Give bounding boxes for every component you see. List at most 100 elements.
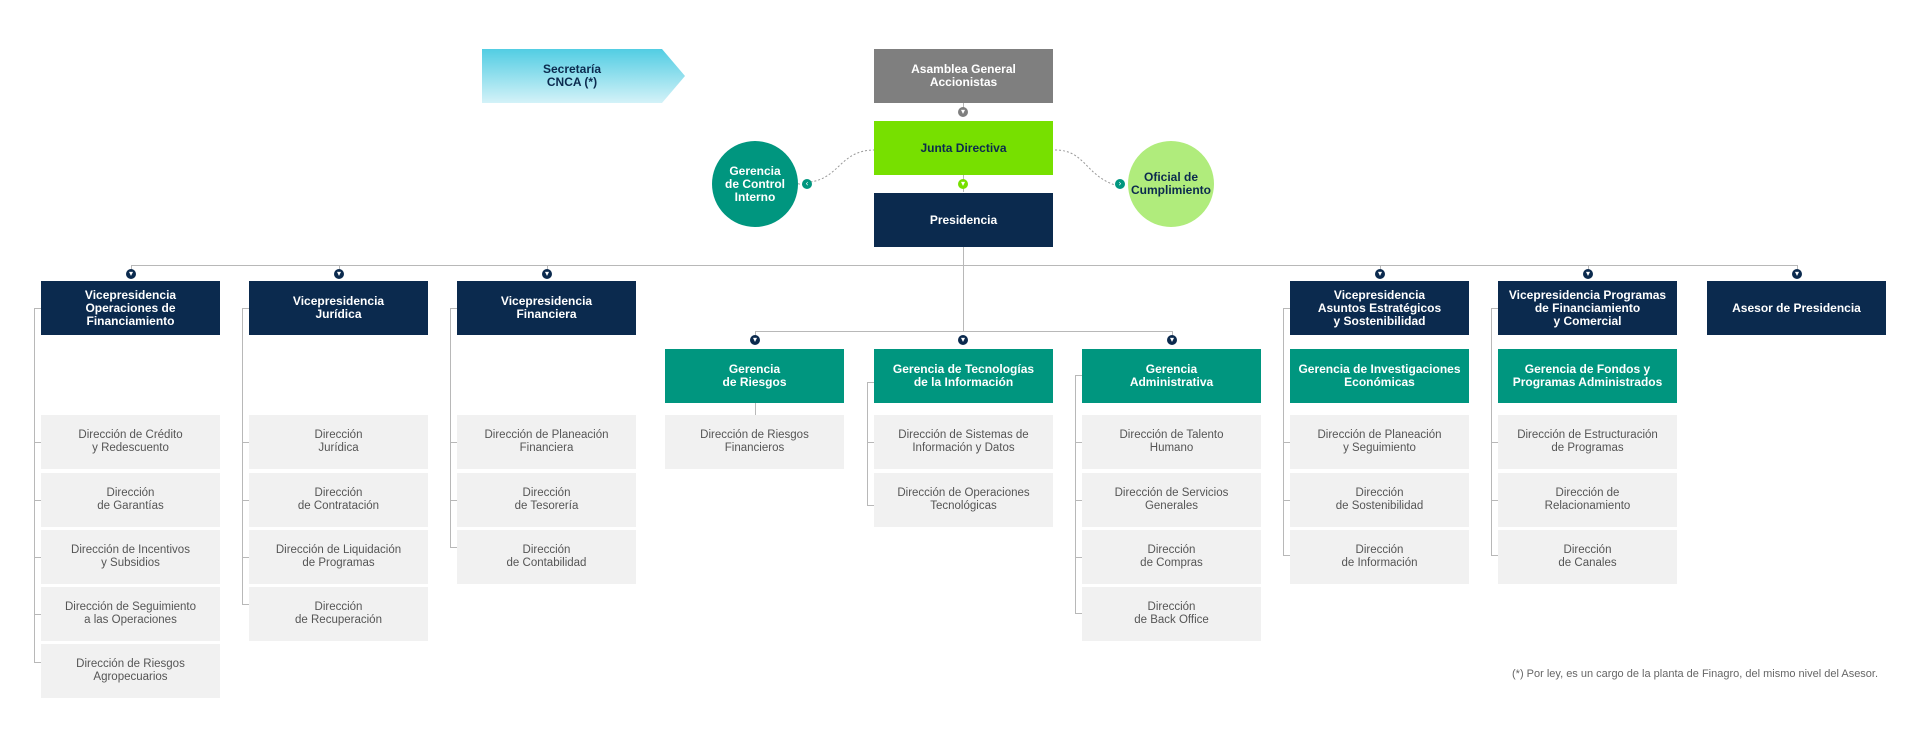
vp-financiera-node: Vicepresidencia Financiera (457, 281, 636, 335)
bracket-tick (867, 382, 874, 383)
connector-line (1588, 265, 1589, 271)
connector-line (755, 331, 756, 337)
bracket-tick (450, 547, 457, 548)
chevron-down-icon: ▾ (126, 269, 136, 279)
connector-line (547, 265, 548, 271)
direccion-canales: Dirección de Canales (1498, 530, 1677, 584)
asamblea-general-node: Asamblea General Accionistas (874, 49, 1053, 103)
direccion-sistemas: Dirección de Sistemas de Información y D… (874, 415, 1053, 469)
bracket-line (1283, 308, 1284, 555)
direccion-back-office: Dirección de Back Office (1082, 587, 1261, 641)
chevron-down-icon: ▾ (750, 335, 760, 345)
connector-line (339, 265, 340, 271)
direccion-compras: Dirección de Compras (1082, 530, 1261, 584)
bracket-line (1075, 375, 1076, 613)
connector-line (131, 265, 1798, 266)
direccion-liquidacion: Dirección de Liquidación de Programas (249, 530, 428, 584)
vp-juridica-node: Vicepresidencia Jurídica (249, 281, 428, 335)
bracket-tick (34, 308, 41, 309)
chevron-down-icon: ▾ (1375, 269, 1385, 279)
direccion-planeacion-financiera: Dirección de Planeación Financiera (457, 415, 636, 469)
direccion-incentivos: Dirección de Incentivos y Subsidios (41, 530, 220, 584)
direccion-credito: Dirección de Crédito y Redescuento (41, 415, 220, 469)
direccion-relacionamiento: Dirección de Relacionamiento (1498, 473, 1677, 527)
direccion-contratacion: Dirección de Contratación (249, 473, 428, 527)
bracket-tick (242, 604, 249, 605)
bracket-tick (1491, 308, 1498, 309)
bracket-tick (450, 308, 457, 309)
chevron-down-icon: ▾ (958, 335, 968, 345)
chevron-down-icon: ▾ (1792, 269, 1802, 279)
bracket-tick (1491, 442, 1498, 443)
bracket-tick (450, 442, 457, 443)
vp-programas-node: Vicepresidencia Programas de Financiamie… (1498, 281, 1677, 335)
bracket-tick (1075, 500, 1082, 501)
bracket-tick (1283, 500, 1290, 501)
bracket-line (242, 308, 243, 604)
direccion-riesgos-agropecuarios: Dirección de Riesgos Agropecuarios (41, 644, 220, 698)
bracket-tick (867, 442, 874, 443)
chevron-left-icon: ‹ (802, 179, 812, 189)
direccion-informacion: Dirección de Información (1290, 530, 1469, 584)
bracket-line (1491, 308, 1492, 555)
direccion-servicios-generales: Dirección de Servicios Generales (1082, 473, 1261, 527)
bracket-tick (34, 557, 41, 558)
bracket-tick (1075, 375, 1082, 376)
bracket-tick (450, 500, 457, 501)
direccion-garantias: Dirección de Garantías (41, 473, 220, 527)
connector-line (1797, 265, 1798, 271)
bracket-tick (1491, 555, 1498, 556)
chevron-down-icon: ▾ (1583, 269, 1593, 279)
bracket-tick (1491, 500, 1498, 501)
gerencia-tecnologias-node: Gerencia de Tecnologías de la Informació… (874, 349, 1053, 403)
chevron-down-icon: ▾ (542, 269, 552, 279)
gerencia-administrativa-node: Gerencia Administrativa (1082, 349, 1261, 403)
direccion-operaciones-tecnologicas: Dirección de Operaciones Tecnológicas (874, 473, 1053, 527)
gerencia-fondos-node: Gerencia de Fondos y Programas Administr… (1498, 349, 1677, 403)
bracket-tick (1075, 442, 1082, 443)
bracket-tick (242, 308, 249, 309)
bracket-tick (867, 505, 874, 506)
chevron-down-icon: ▾ (1167, 335, 1177, 345)
bracket-line (34, 308, 35, 662)
connector-line (963, 247, 964, 332)
connector-line (755, 403, 756, 416)
direccion-juridica: Dirección Jurídica (249, 415, 428, 469)
bracket-line (450, 308, 451, 547)
bracket-tick (1283, 555, 1290, 556)
direccion-contabilidad: Dirección de Contabilidad (457, 530, 636, 584)
chevron-down-icon: ▾ (958, 179, 968, 189)
vp-operaciones-node: Vicepresidencia Operaciones de Financiam… (41, 281, 220, 335)
direccion-talento-humano: Dirección de Talento Humano (1082, 415, 1261, 469)
secretaria-cnca: Secretaría CNCA (*) (542, 62, 602, 89)
bracket-tick (1283, 442, 1290, 443)
chevron-down-icon: ▾ (958, 107, 968, 117)
connector-line (1380, 265, 1381, 271)
oficial-cumplimiento-node: Oficial de Cumplimiento (1128, 141, 1214, 227)
connector-line (131, 265, 132, 271)
bracket-tick (1075, 557, 1082, 558)
chevron-down-icon: ▾ (334, 269, 344, 279)
connector-line (1172, 331, 1173, 337)
direccion-sostenibilidad: Dirección de Sostenibilidad (1290, 473, 1469, 527)
bracket-tick (34, 442, 41, 443)
gerencia-control-interno-node: Gerencia de Control Interno (712, 141, 798, 227)
asesor-presidencia-node: Asesor de Presidencia (1707, 281, 1886, 335)
bracket-tick (242, 500, 249, 501)
bracket-tick (34, 500, 41, 501)
secretaria-shape (482, 49, 685, 103)
direccion-seguimiento: Dirección de Seguimiento a las Operacion… (41, 587, 220, 641)
bracket-tick (1075, 613, 1082, 614)
bracket-line (867, 382, 868, 505)
gerencia-investigaciones-node: Gerencia de Investigaciones Económicas (1290, 349, 1469, 403)
direccion-recuperacion: Dirección de Recuperación (249, 587, 428, 641)
connector-line (755, 331, 1172, 332)
direccion-planeacion-seguimiento: Dirección de Planeación y Seguimiento (1290, 415, 1469, 469)
gerencia-riesgos-node: Gerencia de Riesgos (665, 349, 844, 403)
bracket-tick (242, 442, 249, 443)
bracket-tick (34, 614, 41, 615)
bracket-tick (242, 557, 249, 558)
bracket-tick (34, 662, 41, 663)
vp-estrategicos-node: Vicepresidencia Asuntos Estratégicos y S… (1290, 281, 1469, 335)
